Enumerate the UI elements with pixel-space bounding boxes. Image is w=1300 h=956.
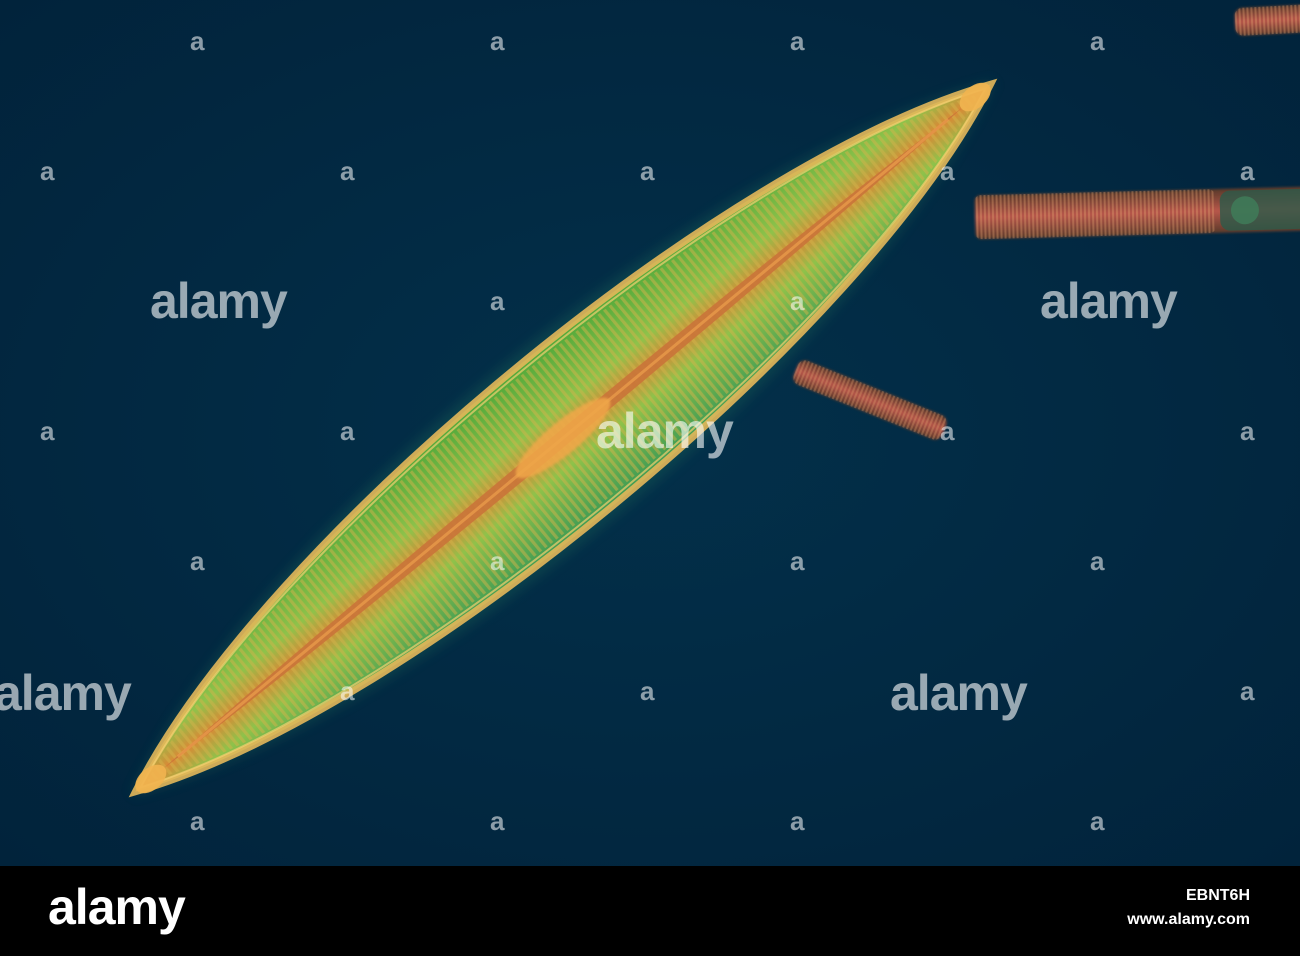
watermark-mark: a: [490, 806, 505, 836]
watermark-mark: a: [1240, 156, 1255, 186]
alamy-logo: alamy: [48, 879, 186, 935]
watermark-mark: a: [1090, 26, 1105, 56]
watermark-mark: a: [340, 416, 355, 446]
fragment-rod-corner: [1234, 3, 1300, 36]
photo-stage: a a a a a a a a a a a a a a a a a a a a …: [0, 0, 1300, 866]
watermark-mark: a: [490, 546, 505, 576]
watermark-mark: a: [1240, 676, 1255, 706]
watermark-mark: a: [640, 156, 655, 186]
watermark-mark: a: [190, 806, 205, 836]
watermark-mark: a: [790, 546, 805, 576]
watermark-mark: a: [940, 416, 955, 446]
stock-footer-bar: alamy EBNT6H www.alamy.com: [0, 866, 1300, 956]
watermark-brand: alamy: [890, 665, 1028, 721]
watermark-brand: alamy: [150, 273, 288, 329]
watermark-mark: a: [40, 416, 55, 446]
watermark-mark: a: [490, 26, 505, 56]
watermark-layer: a a a a a a a a a a a a a a a a a a a a …: [40, 26, 1255, 836]
watermark-mark: a: [790, 806, 805, 836]
watermark-brand: alamy: [596, 403, 734, 459]
image-id-label: EBNT6H: [1185, 887, 1250, 904]
watermark-brand: alamy: [1040, 273, 1178, 329]
watermark-mark: a: [190, 546, 205, 576]
watermark-mark: a: [340, 676, 355, 706]
watermark-mark: a: [40, 156, 55, 186]
fragment-rod-center: [793, 360, 947, 440]
site-url-label: www.alamy.com: [1127, 911, 1250, 928]
watermark-mark: a: [940, 156, 955, 186]
diatom-valve: [128, 78, 998, 798]
watermark-mark: a: [790, 26, 805, 56]
watermark-mark: a: [1240, 416, 1255, 446]
watermark-brand: alamy: [0, 665, 132, 721]
watermark-mark: a: [490, 286, 505, 316]
micrograph-image: a a a a a a a a a a a a a a a a a a a a …: [0, 0, 1300, 866]
fragment-rod-right: [974, 186, 1300, 240]
watermark-mark: a: [340, 156, 355, 186]
watermark-mark: a: [790, 286, 805, 316]
watermark-mark: a: [640, 676, 655, 706]
watermark-mark: a: [1090, 806, 1105, 836]
watermark-mark: a: [190, 26, 205, 56]
watermark-mark: a: [1090, 546, 1105, 576]
watermark-brand-layer: alamy alamy alamy alamy alamy: [0, 273, 1179, 721]
